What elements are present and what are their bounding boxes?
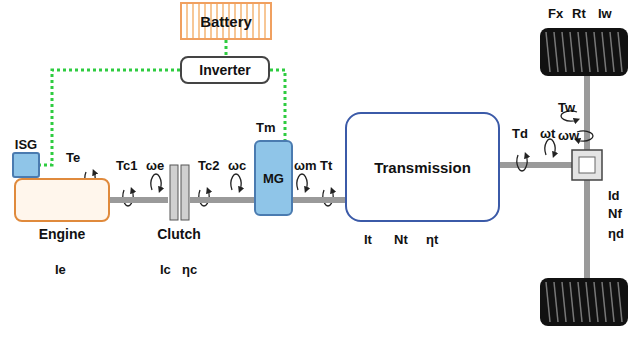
node-label: Clutch: [157, 226, 201, 242]
symbol-label: ωe: [146, 158, 164, 173]
signal-wire: [225, 40, 228, 56]
inverter-box: Inverter: [180, 56, 270, 84]
wheel: [540, 28, 628, 76]
tread-line: [562, 32, 566, 72]
symbol-label: It: [364, 232, 372, 247]
tread-line: [578, 282, 582, 322]
tread-line: [602, 32, 606, 72]
symbol-label: Td: [512, 126, 528, 141]
isg-box: ISG: [12, 152, 40, 178]
tread-line: [562, 282, 566, 322]
symbol-label: ηt: [426, 232, 438, 247]
drive-shaft: [190, 197, 254, 203]
tread-line: [610, 282, 614, 322]
clutch-plate: [170, 165, 178, 220]
tread-line: [610, 32, 614, 72]
node-label: Transmission: [370, 159, 475, 176]
clutch: Clutch: [168, 165, 190, 220]
clutch-plate: [181, 165, 189, 220]
wheels: [540, 28, 628, 326]
battery-box: Battery: [180, 2, 272, 40]
node-label: Inverter: [195, 62, 254, 78]
tread-line: [570, 282, 574, 322]
tread-line: [594, 32, 598, 72]
drive-shaft: [293, 197, 345, 203]
symbol-label: ωm: [294, 158, 317, 173]
signal-wire: [40, 70, 180, 165]
tread-line: [618, 282, 622, 322]
symbol-label: Iw: [598, 6, 612, 21]
tread-line: [602, 282, 606, 322]
symbol-label: Fx: [548, 6, 563, 21]
symbol-label: Ic: [160, 262, 171, 277]
engine-block: Engine: [14, 178, 110, 222]
tread-line: [570, 32, 574, 72]
node-label: Battery: [196, 13, 256, 30]
symbol-label: Rt: [572, 6, 586, 21]
symbol-label: Tm: [256, 120, 276, 135]
symbol-label: ωw: [558, 128, 579, 143]
differential-gear: [579, 157, 595, 173]
wheel: [540, 278, 628, 326]
node-label: MG: [259, 171, 288, 186]
symbol-label: Tc2: [198, 158, 219, 173]
symbol-label: ωt: [540, 126, 555, 141]
differential: [572, 150, 602, 180]
tread-line: [546, 282, 550, 322]
symbol-label: Nf: [608, 206, 622, 221]
drive-shaft: [110, 197, 168, 203]
torque-arrows: [85, 111, 593, 206]
output-shaft: [500, 162, 572, 168]
node-label: ISG: [15, 137, 37, 152]
tread-line: [594, 282, 598, 322]
symbol-label: ηc: [182, 262, 197, 277]
symbol-label: Id: [608, 188, 620, 203]
tread-line: [554, 32, 558, 72]
tread-line: [586, 282, 590, 322]
tread-line: [554, 282, 558, 322]
motor-generator: MG: [254, 140, 293, 216]
symbol-label: ωc: [228, 158, 246, 173]
symbol-label: Te: [66, 150, 80, 165]
symbol-label: ηd: [608, 226, 624, 241]
tread-line: [578, 32, 582, 72]
node-label: Engine: [39, 226, 86, 242]
symbol-label: Ie: [55, 262, 66, 277]
tread-line: [586, 32, 590, 72]
symbol-label: Tw: [558, 100, 575, 115]
symbol-label: Tc1: [116, 158, 137, 173]
symbol-label: Nt: [394, 232, 408, 247]
tread-line: [546, 32, 550, 72]
symbol-label: Tt: [320, 158, 332, 173]
transmission-box: Transmission: [345, 112, 500, 222]
tread-line: [618, 32, 622, 72]
